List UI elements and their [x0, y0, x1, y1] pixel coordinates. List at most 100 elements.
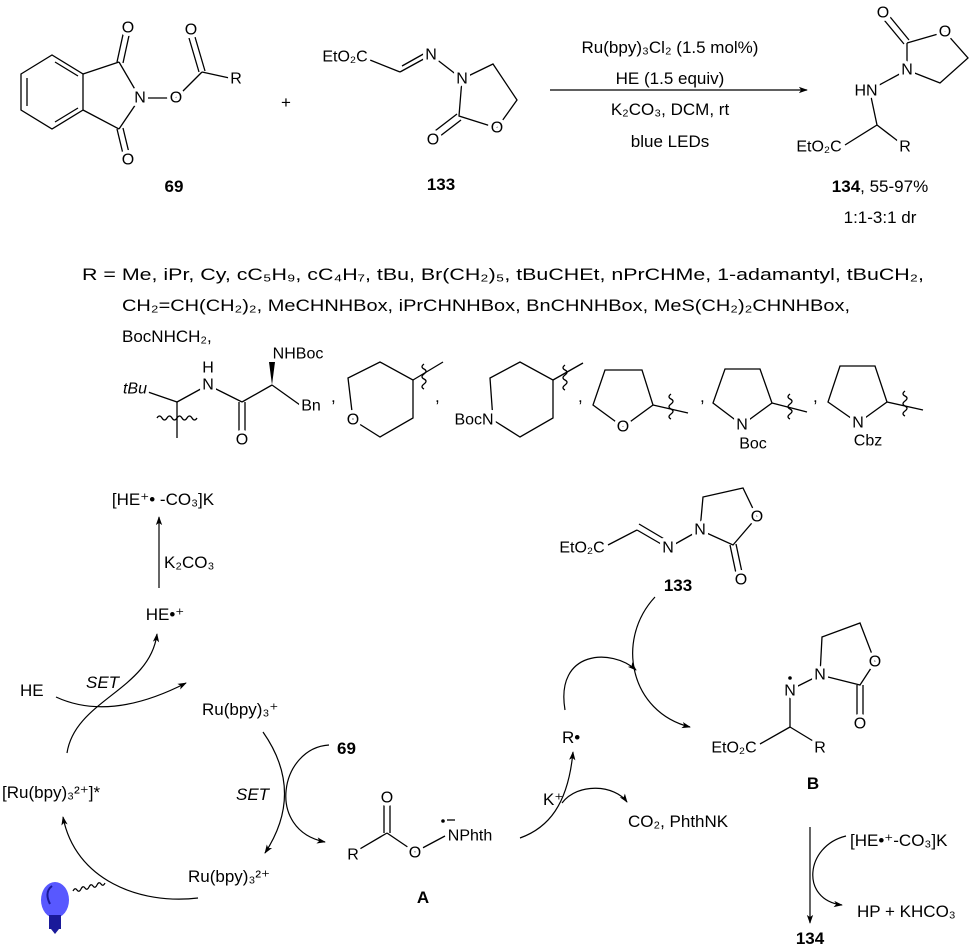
bond-line	[787, 393, 793, 420]
bond-line	[458, 63, 518, 129]
bond-line	[201, 71, 235, 80]
bond-line	[175, 71, 203, 99]
r-group-piperidinyl-structure	[489, 361, 584, 438]
bond-line	[771, 402, 808, 413]
bond-line	[156, 415, 198, 421]
separator-comma: ,	[578, 387, 583, 406]
ester-group: EtO₂C	[559, 540, 604, 557]
bond-line	[82, 61, 120, 75]
product-label-134: 134	[832, 177, 861, 196]
atom-oxygen: O	[877, 5, 889, 22]
bond-line	[607, 529, 638, 546]
bond-line	[885, 11, 910, 41]
arrow-ru-excited-to-he-radical	[66, 633, 160, 754]
arrow-133-to-b	[632, 596, 691, 729]
he-carbonate-complex: [HE⁺• -CO₃]K	[112, 490, 215, 509]
bond-line	[20, 54, 84, 130]
atom-oxygen: O	[236, 432, 248, 449]
condition-catalyst: Ru(bpy)₃Cl₂ (1.5 mol%)	[582, 38, 759, 57]
arrow-hat-transfer	[812, 835, 847, 908]
atom-oxygen: O	[170, 90, 182, 107]
bond-line	[412, 361, 444, 381]
bond-line	[82, 109, 120, 130]
compound-label-133: 133	[427, 175, 455, 194]
r-group-tetrahydropyranyl-structure	[347, 361, 444, 438]
atom-r-group: R	[899, 139, 911, 156]
bond-line	[116, 128, 125, 159]
atom-oxygen: O	[122, 152, 134, 169]
bond-line	[51, 929, 59, 934]
bond-line	[176, 384, 209, 403]
bond-line	[369, 59, 401, 73]
atom-r-group: R	[814, 740, 826, 757]
alkyl-radical: R•	[562, 728, 580, 747]
light-bulb-icon	[41, 882, 69, 934]
bond-line	[592, 369, 654, 428]
atom-oxygen: O	[869, 654, 881, 671]
condition-reductant: HE (1.5 equiv)	[616, 69, 725, 88]
ru-ground-state: Ru(bpy)₃²⁺	[188, 867, 270, 886]
bond-line	[116, 29, 125, 63]
bond-line	[827, 365, 888, 424]
atom-oxygen: O	[122, 20, 134, 37]
bond-line	[386, 832, 416, 853]
set-label-2: SET	[236, 785, 271, 804]
compound-133-mechanism-structure	[607, 487, 758, 579]
bond-line	[41, 882, 69, 918]
boc-group: Boc	[739, 436, 767, 453]
plus-sign: +	[281, 93, 291, 112]
arrow-photoexcitation	[61, 816, 199, 900]
bond-line	[735, 543, 744, 578]
atom-oxygen: O	[854, 716, 866, 733]
bond-line	[879, 14, 905, 45]
bond-line	[552, 362, 584, 381]
bond-line	[241, 384, 273, 403]
r-group-tetrahydrofuranyl-structure	[592, 369, 689, 428]
atom-oxygen: O	[409, 845, 421, 862]
tbu-group: tBu	[123, 381, 147, 398]
bond-line	[489, 361, 554, 438]
atom-oxygen: O	[491, 120, 503, 137]
bond-line	[122, 30, 131, 64]
bond-line	[188, 37, 200, 73]
intermediate-a-label: A	[417, 888, 429, 907]
bond-line	[414, 835, 446, 853]
atom-nitrogen: N	[736, 417, 748, 434]
condition-base-solvent: K₂CO₃, DCM, rt	[611, 100, 730, 119]
bond-line	[699, 487, 758, 546]
bond-line	[819, 622, 876, 686]
r-group-peptide-structure	[147, 384, 301, 438]
bond-line	[49, 915, 61, 929]
bond-line	[636, 529, 669, 549]
bond-line	[399, 54, 432, 73]
atom-oxygen: O	[751, 509, 763, 526]
r-group-list-line-3: BocNHCH₂,	[122, 327, 212, 346]
nphth-anion-radical: NPhth	[448, 828, 492, 845]
product-yield: 134, 55-97%	[832, 177, 928, 196]
r-group-cbz-pyrrolidinyl-structure	[827, 365, 924, 424]
arrow-a-to-r-radical	[519, 751, 576, 839]
ester-group: EtO₂C	[711, 740, 756, 757]
bond-line	[759, 726, 791, 745]
atom-nitrogen: N	[202, 377, 214, 394]
bond-line	[352, 832, 388, 854]
reagent-133-label: 133	[664, 576, 692, 595]
light-wave	[72, 882, 106, 892]
separator-comma: ,	[331, 387, 336, 406]
ester-group: EtO₂C	[322, 49, 367, 66]
ester-group: EtO₂C	[796, 139, 841, 156]
atom-oxygen: O	[347, 412, 359, 429]
product-134-structure	[844, 11, 969, 146]
bond-line	[194, 36, 206, 72]
compound-69-structure	[20, 29, 235, 159]
arrow-ru-plus-to-ru-2plus	[262, 731, 286, 854]
bond-line	[207, 384, 243, 403]
atom-nitrogen-radical: N	[784, 683, 796, 700]
atom-nitrogen: N	[662, 540, 674, 557]
bond-line	[434, 119, 462, 141]
bond-line	[844, 124, 878, 146]
bond-line	[118, 61, 141, 99]
benzyl-group: Bn	[301, 398, 321, 415]
bond-line	[906, 31, 969, 84]
